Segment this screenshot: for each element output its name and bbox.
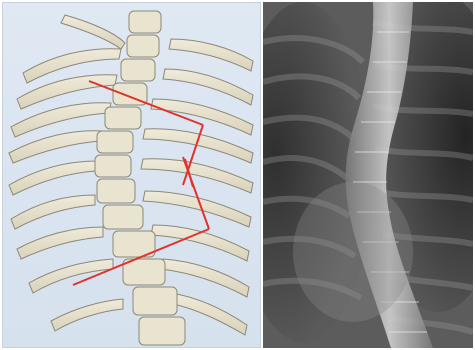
chest-xray-image	[263, 2, 473, 348]
xray-panel	[263, 2, 473, 348]
spine-illustration-panel	[2, 2, 261, 348]
cardiac-silhouette	[293, 182, 413, 322]
spine-illustration	[3, 3, 260, 347]
